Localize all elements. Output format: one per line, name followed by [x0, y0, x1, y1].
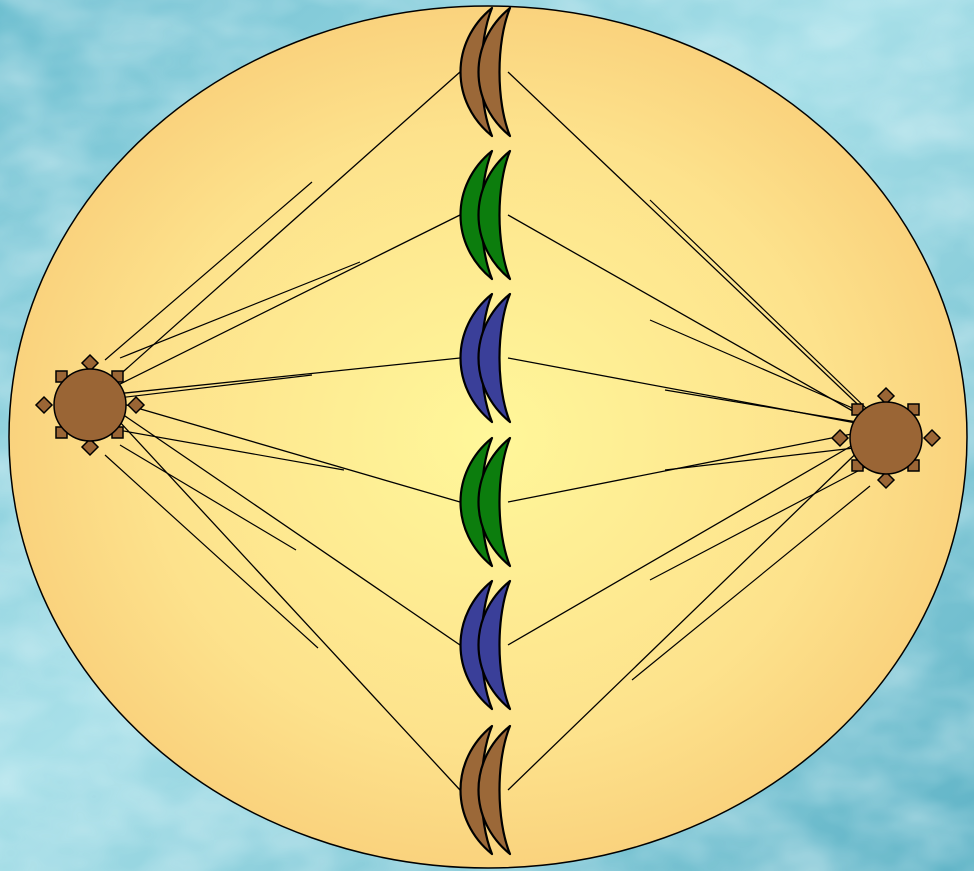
- centrosome-body: [850, 402, 922, 474]
- centrosome-body: [54, 369, 126, 441]
